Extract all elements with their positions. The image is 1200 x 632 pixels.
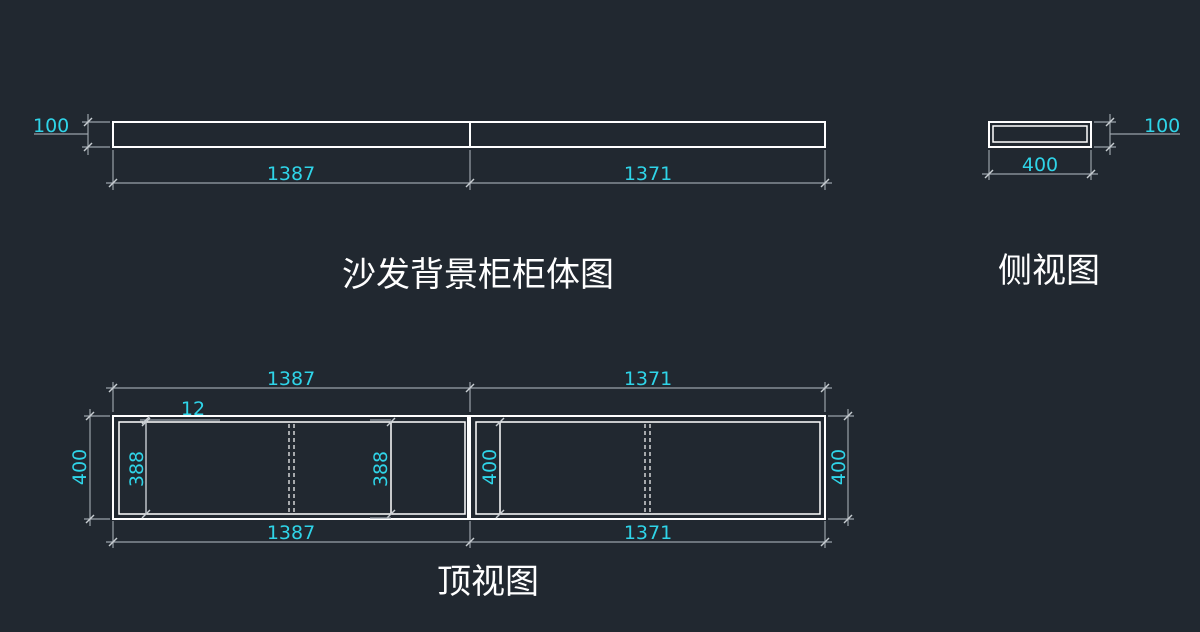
top-view-lower-right-dim-text: 1371	[624, 522, 672, 544]
right-outer-depth-dim-text: 400	[828, 449, 850, 485]
top-view-lower-width-dimension: 1387 1371	[106, 521, 832, 548]
top-view-upper-left-dim-text: 1387	[267, 368, 315, 390]
side-cabinet-outline	[988, 121, 1092, 148]
side-height-dimension: 100	[1094, 114, 1180, 155]
side-depth-dimension: 400	[982, 150, 1098, 180]
top-right-cabinet-inner	[475, 421, 821, 515]
top-view-lower-left-dim-text: 1387	[267, 522, 315, 544]
top-view-right-inner-depth-dimension: 400	[479, 417, 505, 519]
left-outer-depth-dim-text: 400	[69, 449, 91, 485]
side-height-dim-text: 100	[1144, 115, 1180, 137]
left-inner-depth-dim-text-b: 388	[370, 451, 392, 487]
top-right-cabinet-outline	[469, 415, 826, 520]
front-height-dimension: 100	[33, 114, 110, 155]
top-view-title: 顶视图	[437, 562, 539, 602]
front-left-width-dim-text: 1387	[267, 163, 315, 185]
side-view: 400 100 侧视图	[982, 114, 1180, 291]
front-view-title: 沙发背景柜柜体图	[342, 255, 614, 295]
front-view: 100 1387 1371 沙发背景柜柜体图	[33, 114, 832, 295]
panel-thickness-dim-text: 12	[181, 398, 205, 420]
top-view-left-inner-depth-dimension-a: 388	[126, 417, 151, 519]
front-height-dim-text: 100	[33, 115, 69, 137]
top-left-cabinet-inner	[118, 421, 466, 515]
top-view: 1387 1371 12 1387 1371 4	[69, 368, 854, 602]
top-view-right-outer-depth-dimension: 400	[828, 409, 854, 526]
top-view-left-outer-depth-dimension: 400	[69, 409, 110, 526]
front-width-dimension: 1387 1371	[106, 150, 832, 190]
top-view-panel-thickness-dimension: 12	[140, 398, 220, 425]
side-cabinet-inner	[992, 125, 1088, 143]
top-view-left-inner-depth-dimension-b: 388	[370, 417, 396, 519]
top-view-upper-right-dim-text: 1371	[624, 368, 672, 390]
front-right-width-dim-text: 1371	[624, 163, 672, 185]
side-depth-dim-text: 400	[1022, 154, 1058, 176]
left-inner-depth-dim-text-a: 388	[126, 451, 148, 487]
side-view-title: 侧视图	[998, 251, 1100, 291]
top-left-cabinet-outline	[112, 415, 469, 520]
right-inner-depth-dim-text: 400	[479, 449, 501, 485]
top-view-upper-width-dimension: 1387 1371	[106, 368, 832, 412]
